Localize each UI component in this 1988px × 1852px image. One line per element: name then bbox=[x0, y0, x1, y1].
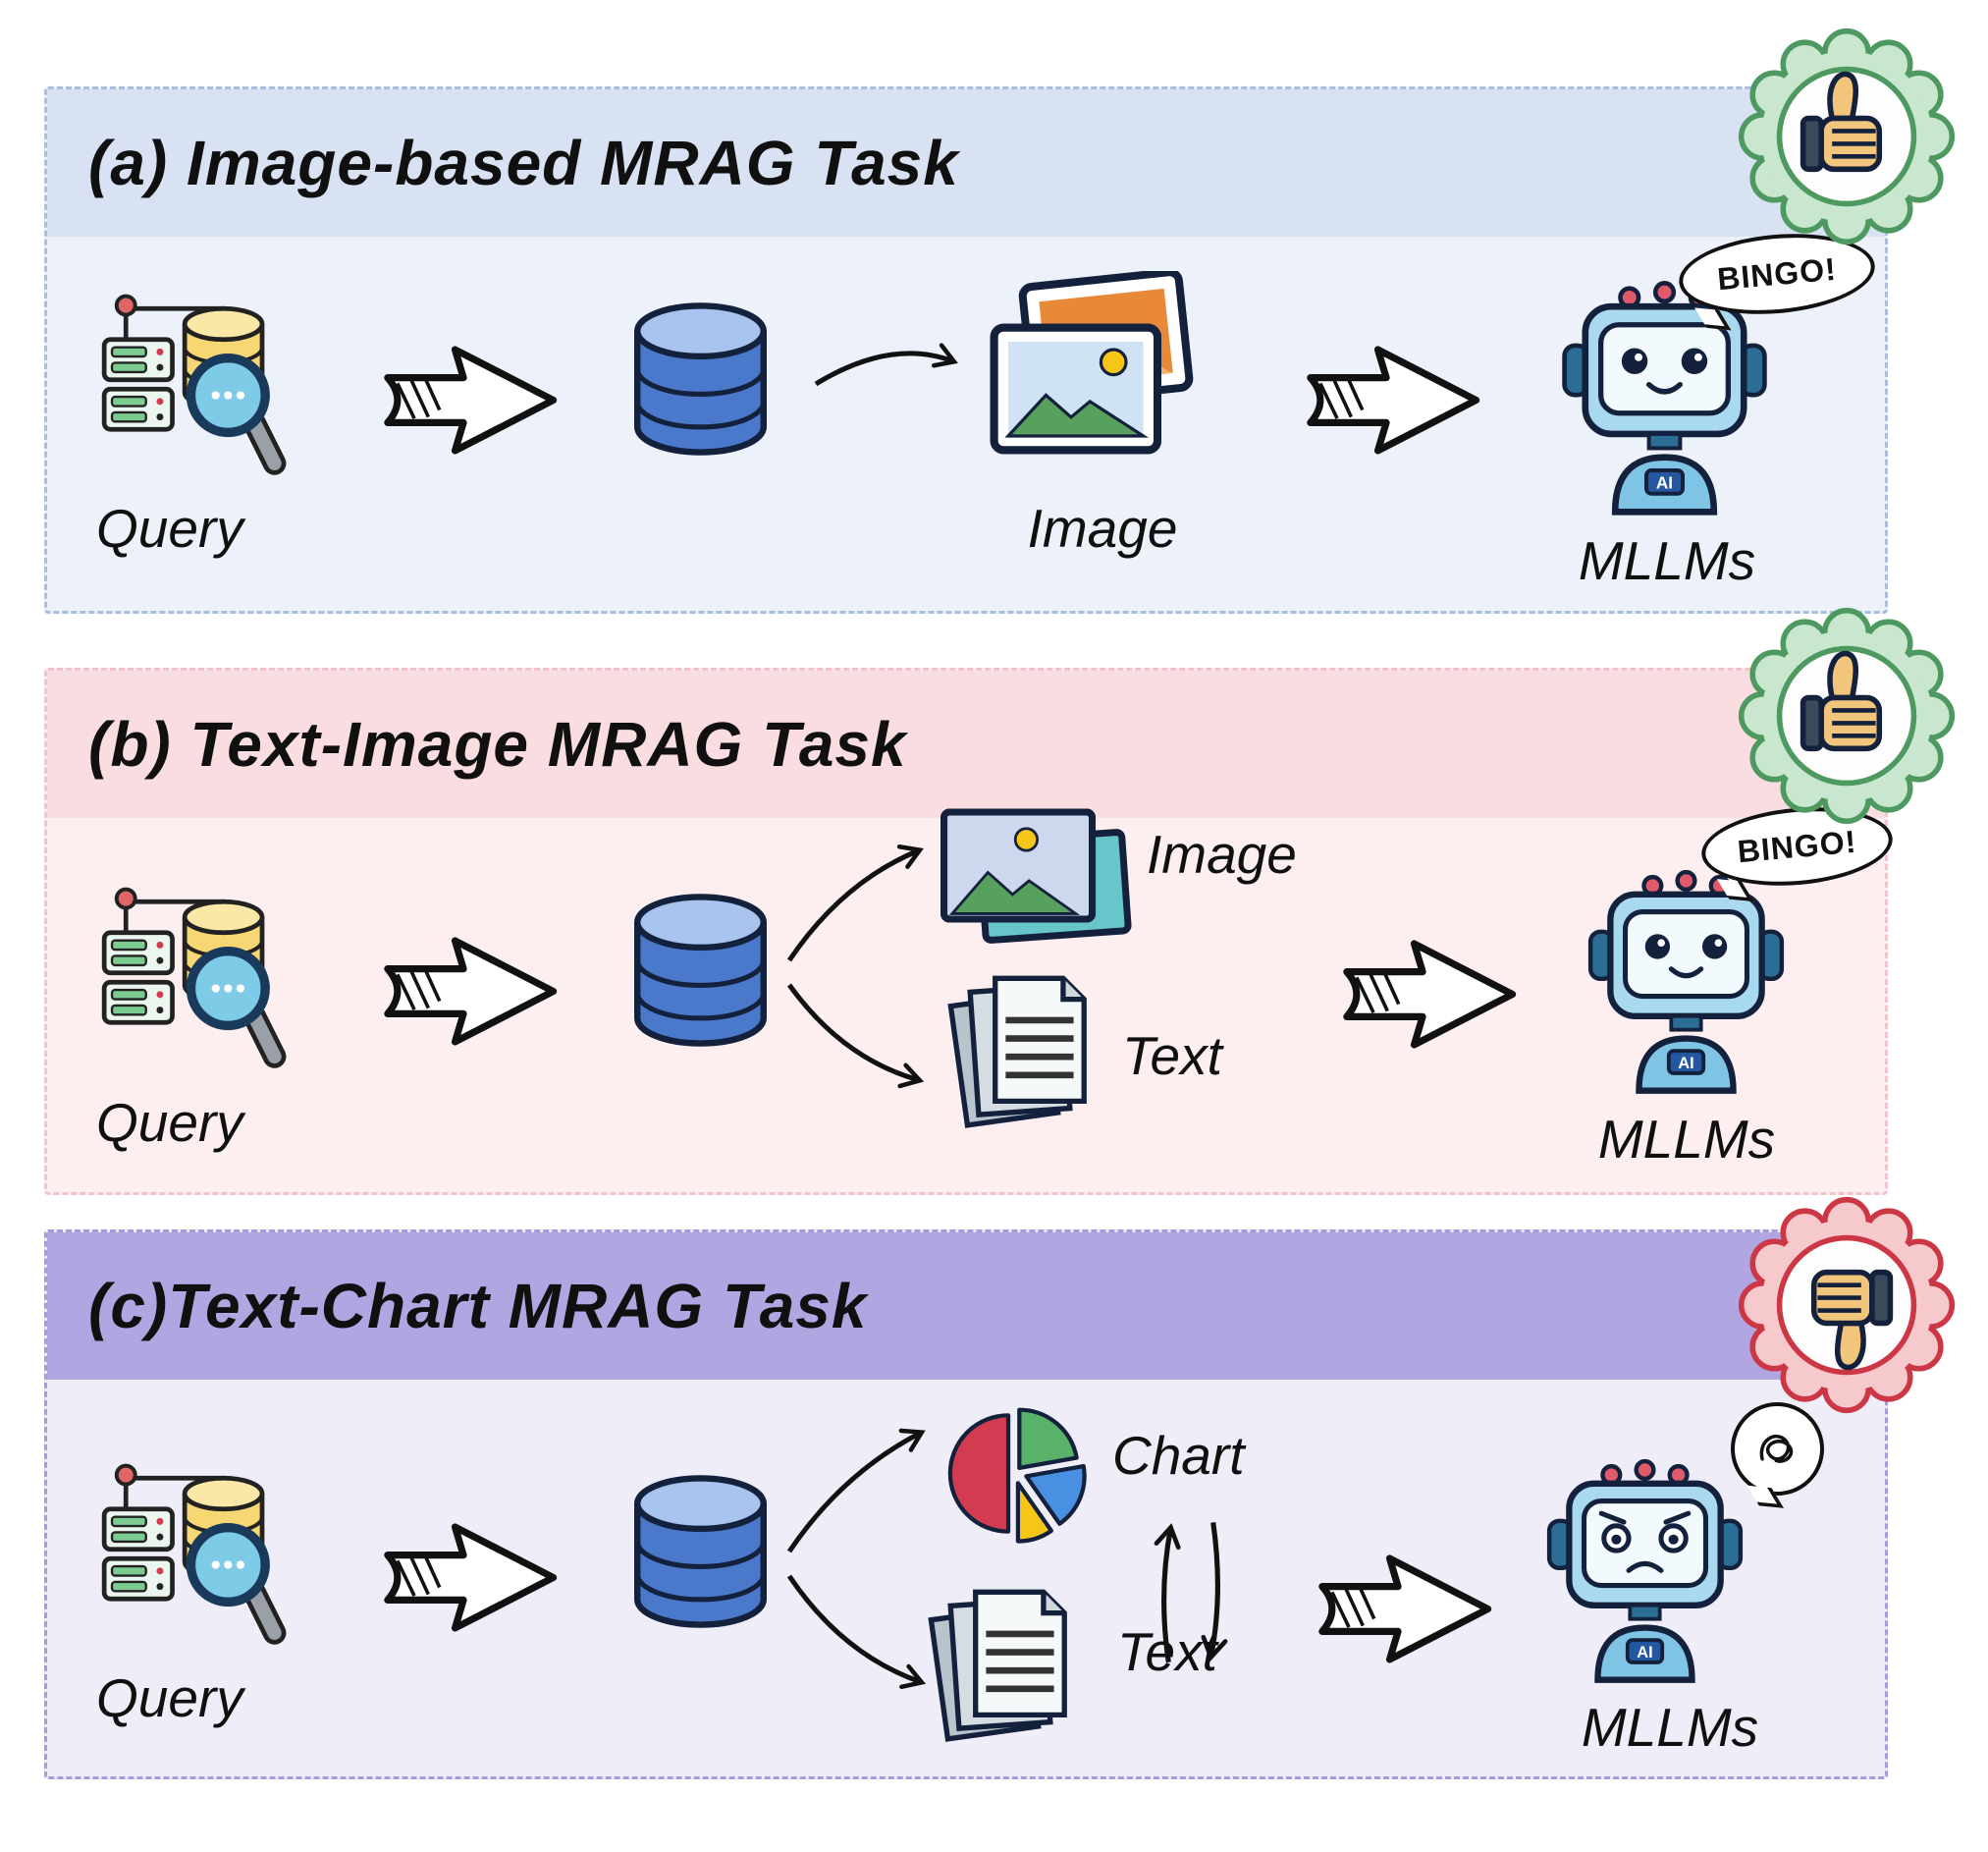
block-arrow-icon bbox=[359, 1507, 570, 1648]
thumbs-down-badge bbox=[1738, 1196, 1956, 1414]
image-label: Image bbox=[1147, 824, 1297, 885]
text-label: Text bbox=[1117, 1621, 1217, 1682]
chart-label: Chart bbox=[1112, 1425, 1245, 1486]
diverge-arrows-icon bbox=[786, 844, 925, 1089]
database-icon bbox=[624, 1463, 777, 1640]
block-arrow-icon bbox=[1282, 330, 1493, 470]
mllms-label: MLLMs bbox=[1578, 530, 1756, 591]
documents-icon bbox=[926, 1579, 1083, 1749]
panel-a-title: (a) Image-based MRAG Task bbox=[88, 128, 959, 198]
panel-c-header: (c)Text-Chart MRAG Task bbox=[47, 1232, 1885, 1380]
confused-scribble-bubble bbox=[1727, 1398, 1828, 1499]
robot-happy-icon bbox=[1554, 278, 1775, 518]
thumbs-up-badge bbox=[1738, 607, 1956, 825]
query-icon bbox=[101, 284, 302, 485]
block-arrow-icon bbox=[1294, 1539, 1505, 1679]
robot-happy-icon bbox=[1581, 867, 1792, 1097]
panel-c-title: (c)Text-Chart MRAG Task bbox=[88, 1271, 868, 1341]
block-arrow-icon bbox=[359, 921, 570, 1062]
confused-scribble-icon bbox=[1759, 1434, 1793, 1463]
photos-icon bbox=[985, 271, 1220, 460]
query-icon bbox=[101, 1453, 302, 1655]
curved-arrow-icon bbox=[814, 343, 958, 387]
diverge-arrows-icon bbox=[786, 1428, 927, 1690]
robot-sad-icon bbox=[1539, 1456, 1750, 1686]
query-label: Query bbox=[96, 1667, 243, 1728]
bubble-text: BINGO! bbox=[1715, 250, 1839, 297]
documents-icon bbox=[945, 965, 1102, 1135]
panel-image-based-mrag: (a) Image-based MRAG Task Query Image BI… bbox=[44, 86, 1888, 614]
photos-icon bbox=[936, 798, 1142, 947]
mllms-label: MLLMs bbox=[1597, 1109, 1776, 1170]
block-arrow-icon bbox=[359, 330, 570, 470]
image-label: Image bbox=[1027, 498, 1178, 559]
panel-b-title: (b) Text-Image MRAG Task bbox=[88, 709, 907, 780]
up-down-arrows-icon bbox=[1154, 1521, 1228, 1663]
mllms-label: MLLMs bbox=[1581, 1697, 1759, 1758]
block-arrow-icon bbox=[1318, 924, 1530, 1064]
query-label: Query bbox=[96, 1092, 243, 1153]
pie-chart-icon bbox=[940, 1397, 1093, 1550]
panel-a-header: (a) Image-based MRAG Task bbox=[47, 89, 1885, 237]
thumbs-up-badge bbox=[1738, 27, 1956, 245]
query-label: Query bbox=[96, 498, 243, 559]
query-icon bbox=[101, 877, 302, 1078]
panel-text-image-mrag: (b) Text-Image MRAG Task Query Image Tex… bbox=[44, 668, 1897, 1195]
panel-b-header: (b) Text-Image MRAG Task bbox=[47, 671, 1885, 818]
database-icon bbox=[624, 291, 777, 467]
panel-text-chart-mrag: (c)Text-Chart MRAG Task Query Chart Text… bbox=[44, 1229, 1888, 1779]
database-icon bbox=[624, 882, 777, 1059]
bubble-text: BINGO! bbox=[1736, 823, 1858, 869]
text-label: Text bbox=[1122, 1025, 1222, 1086]
